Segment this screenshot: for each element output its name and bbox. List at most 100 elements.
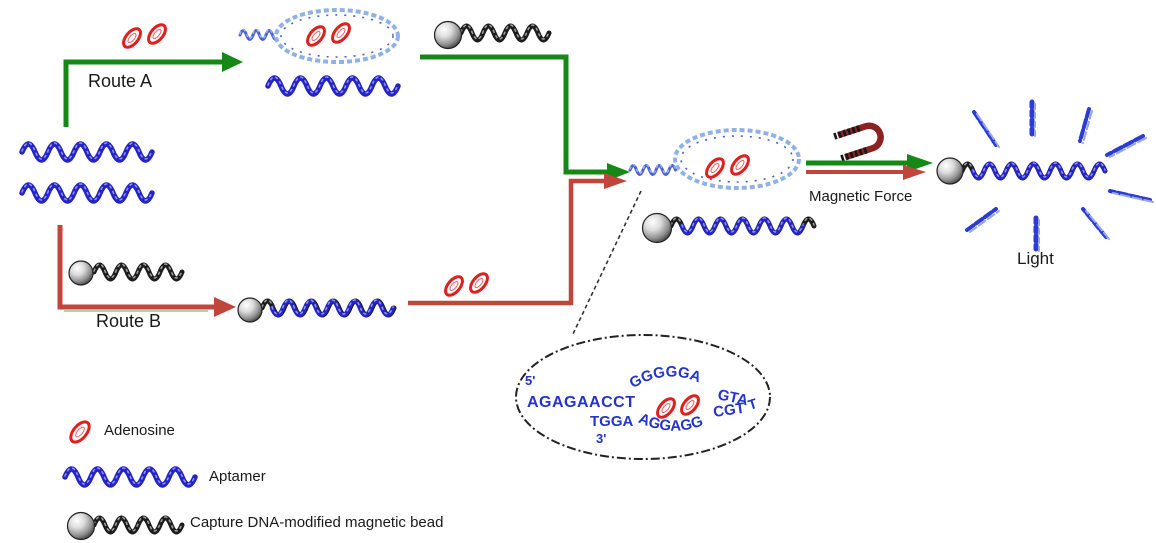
- adenosine-icon: [306, 25, 326, 47]
- adenosine-icon: [469, 272, 489, 294]
- light-ray: [1108, 189, 1152, 202]
- aptamer-tail-squiggle: [238, 29, 281, 41]
- hybrid-aptamer-wave-highlight: [271, 299, 394, 315]
- hybrid-aptamer-wave: [679, 216, 806, 236]
- magnetic-beads: [66, 20, 964, 541]
- light-ray-echo: [1082, 110, 1093, 144]
- route-a-arrow: [63, 52, 243, 127]
- aptamer-tail-squiggle-highlight: [629, 163, 677, 175]
- hybrid-aptamer-wave-highlight: [972, 162, 1106, 178]
- red-connector-line: [408, 178, 605, 306]
- legend-adenosine-icon: [69, 420, 91, 444]
- aptamer-loop-inner-texture: [280, 14, 394, 58]
- light-ray-echo: [1109, 137, 1147, 158]
- adenosine-icon: [730, 154, 750, 176]
- adenosine-oval-inner: [152, 29, 162, 39]
- balloon-dashed-outline: [515, 334, 771, 460]
- magnetic-bead-icon: [641, 212, 673, 244]
- route-b-label: Route B: [96, 311, 162, 331]
- adenosine-oval: [122, 27, 142, 49]
- aptamer-loop-inner-texture: [680, 135, 794, 183]
- adenosine-oval: [469, 272, 489, 294]
- horseshoe-magnet-icon: [833, 122, 884, 162]
- seq-bottom-left: TGGA: [590, 413, 633, 430]
- light-ray-echo: [1112, 192, 1154, 203]
- adenosine-icon: [444, 275, 464, 297]
- hybrid-aptamer-wave-highlight: [681, 217, 804, 233]
- adenosine-oval-inner: [474, 278, 484, 288]
- aptamer-strand-wave: [19, 141, 155, 163]
- route-a-arrow-line: [63, 59, 224, 127]
- light-ray: [1078, 107, 1091, 143]
- route-b-arrow-line: [57, 225, 215, 310]
- legend-capture-dna-wave-highlight: [93, 516, 183, 532]
- dna-wave-strands: [19, 23, 1108, 535]
- force-red-arrowhead-icon: [903, 165, 926, 180]
- adenosine-oval: [306, 25, 326, 47]
- legend-magnetic-bead-icon: [66, 511, 96, 541]
- adenosine-oval-inner: [127, 33, 137, 43]
- magnetic-force-label: Magnetic Force: [809, 188, 913, 205]
- magnetic-bead-icon: [237, 297, 263, 323]
- light-rays-icon: [965, 99, 1154, 252]
- green-connector-line: [420, 54, 608, 175]
- legend-label-aptamer: Aptamer: [209, 468, 266, 485]
- seq-3-prime: 3': [596, 431, 606, 446]
- capture-dna-wave-highlight: [460, 24, 550, 40]
- route-a-arrowhead-icon: [222, 52, 243, 72]
- adenosine-icon: [147, 23, 167, 45]
- force-green-arrowhead-icon: [907, 154, 933, 172]
- light-ray: [1081, 207, 1108, 239]
- route-b-arrowhead-icon: [214, 297, 236, 317]
- adenosine-oval-inner: [449, 281, 459, 291]
- light-ray-echo: [969, 210, 1000, 233]
- adenosine-oval: [147, 23, 167, 45]
- adenosine-oval: [444, 275, 464, 297]
- adenosine-icon: [122, 27, 142, 49]
- capture-dna-wave-highlight: [93, 263, 183, 279]
- adenosine-oval: [730, 154, 750, 176]
- adenosine-oval: [331, 22, 351, 44]
- adenosine-icon: [705, 157, 725, 179]
- adenosine-oval: [705, 157, 725, 179]
- adenosine-oval-inner: [75, 426, 85, 438]
- adenosine-oval-inner: [336, 28, 346, 38]
- adenosine-oval: [69, 420, 91, 444]
- light-ray-echo: [1085, 210, 1110, 240]
- seq-left-strand: AGAGAACCT: [527, 394, 636, 411]
- callout-pointer-line: [572, 190, 642, 335]
- adenosine-oval: [680, 394, 700, 416]
- aptamer-strand-wave: [19, 182, 155, 204]
- light-ray-echo: [976, 113, 1000, 148]
- magnetic-bead-icon: [68, 260, 94, 286]
- light-label: Light: [1017, 249, 1054, 268]
- magnetic-bead-icon: [433, 20, 463, 50]
- magnetic-bead-icon: [936, 157, 964, 185]
- legend-label-adenosine: Adenosine: [104, 422, 175, 439]
- magnet-body: [836, 122, 884, 161]
- route-a-label: Route A: [88, 71, 153, 91]
- adenosine-oval-inner: [735, 160, 745, 170]
- light-ray: [965, 207, 998, 232]
- light-ray: [972, 110, 998, 147]
- adenosine-oval-inner: [311, 31, 321, 41]
- legend-aptamer-wave: [62, 466, 198, 488]
- aptamer-strand-wave: [265, 75, 401, 97]
- hybrid-aptamer-wave: [269, 298, 396, 318]
- adenosine-icon: [331, 22, 351, 44]
- magnetic-force-arrows: [806, 154, 933, 180]
- route-a-connector-arrow: [420, 54, 630, 181]
- seq-5-prime: 5': [525, 373, 535, 388]
- adenosine-oval-inner: [661, 403, 671, 413]
- adenosine-icon: [656, 397, 676, 419]
- light-ray: [1105, 134, 1145, 157]
- route-b-connector-arrow: [408, 173, 627, 306]
- legend-label-capture-bead: Capture DNA-modified magnetic bead: [190, 514, 444, 531]
- aptamer-tail-squiggle-highlight: [239, 28, 280, 40]
- adenosine-oval-inner: [685, 400, 695, 410]
- sequence-callout-balloon: 5' AGAGAACCT GGGGGA GTA T CGT TGGA AGGAG…: [515, 334, 771, 460]
- route-b-arrow: [57, 225, 236, 317]
- adenosine-oval-inner: [710, 163, 720, 173]
